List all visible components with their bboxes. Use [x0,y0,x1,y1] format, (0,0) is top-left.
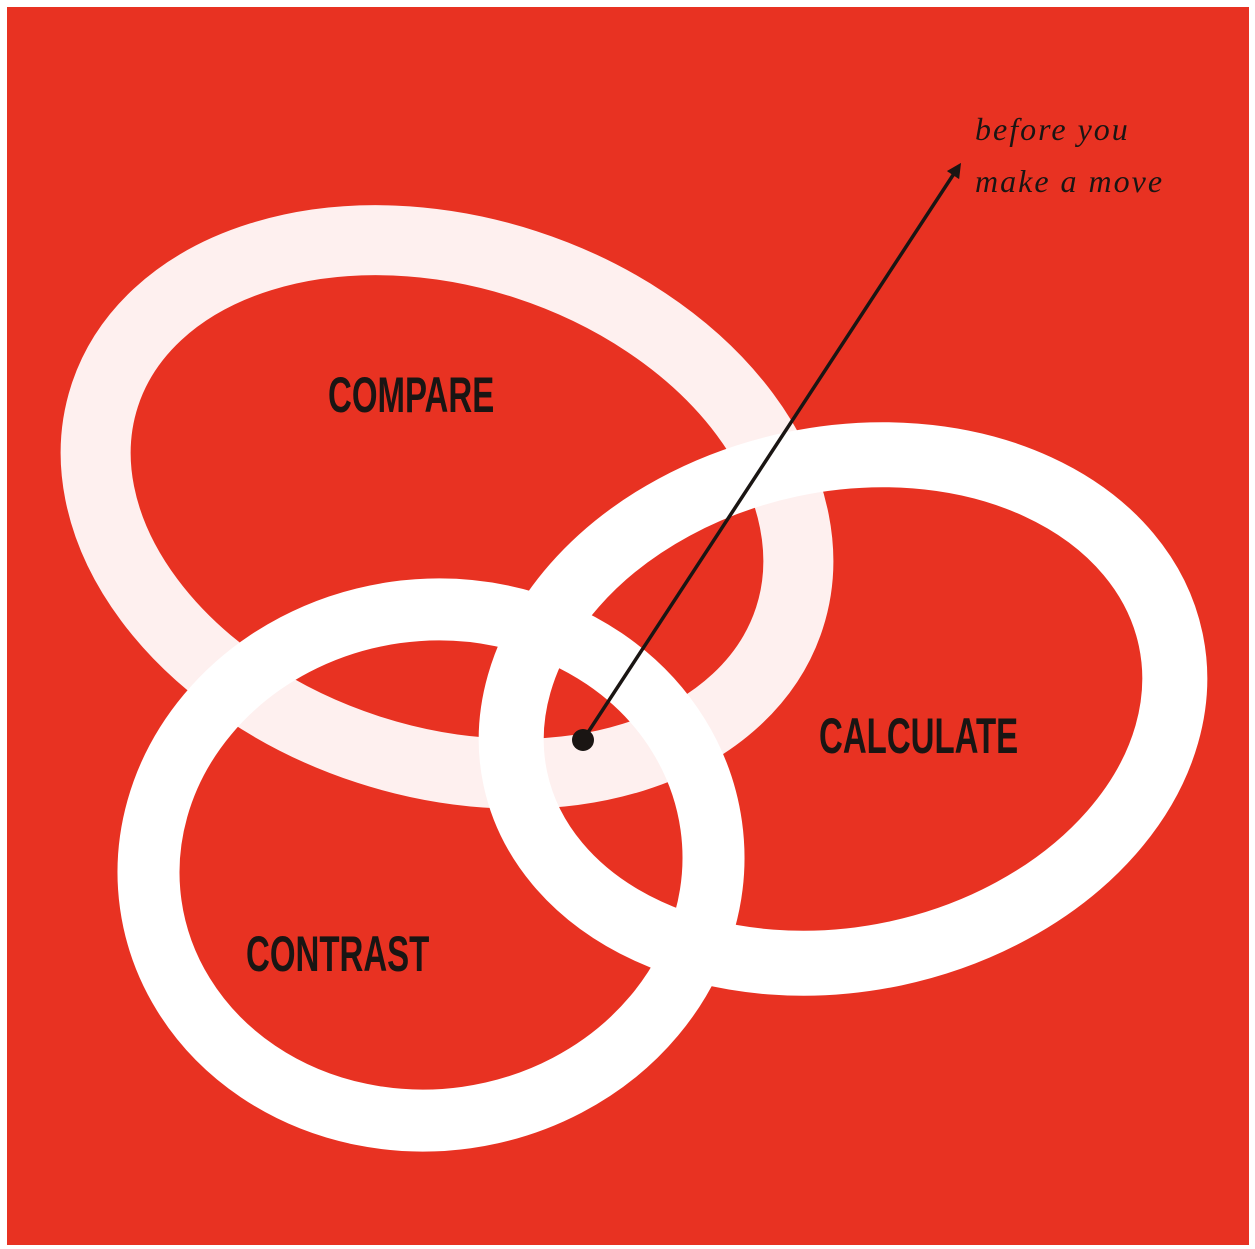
intersection-dot [572,729,594,751]
callout-text: before you make a move [975,103,1164,207]
callout-arrow [581,162,962,741]
label-calculate: CALCULATE [819,708,1019,764]
callout-line-1: before you [975,111,1130,147]
ring-contrast [117,578,745,1152]
label-compare: COMPARE [328,367,495,423]
venn-poster: COMPARE CALCULATE CONTRAST before you ma… [7,7,1249,1245]
label-contrast: CONTRAST [246,926,430,982]
venn-rings-graphic [60,162,1208,1152]
ring-calculate [478,422,1208,996]
ring-compare [60,205,834,809]
callout-line-2: make a move [975,163,1165,199]
